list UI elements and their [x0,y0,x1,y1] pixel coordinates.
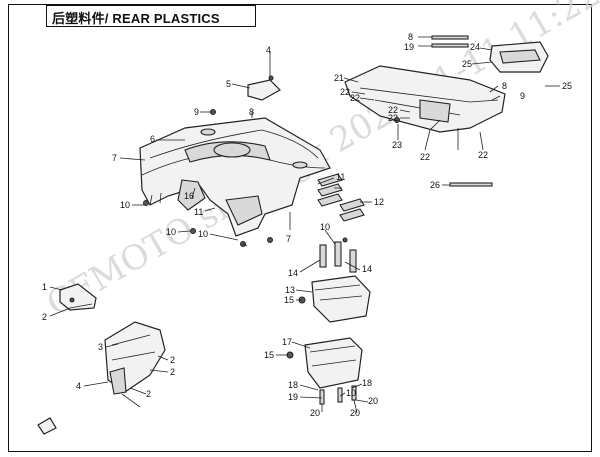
diagram-frame [8,4,592,452]
callout-1: 1 [42,282,47,292]
callout-22: 22 [350,93,360,103]
callout-16: 16 [184,191,194,201]
callout-20: 20 [350,408,360,418]
diagram-title: 后塑料件/ REAR PLASTICS [52,11,220,26]
callout-8: 8 [249,107,254,117]
callout-14: 14 [288,268,298,278]
callout-10: 10 [346,388,356,398]
callout-9: 9 [194,107,199,117]
callout-6: 6 [150,134,155,144]
callout-22: 22 [388,105,398,115]
callout-22: 22 [388,113,398,123]
callout-2: 2 [170,355,175,365]
rear-fender [139,117,331,237]
callout-10: 10 [120,200,130,210]
callout-4: 4 [76,381,81,391]
side-cover [104,321,166,395]
left-bracket [59,283,97,311]
callout-7: 7 [286,234,291,244]
callout-19: 19 [288,392,298,402]
callout-15: 15 [284,295,294,305]
leader-lines [49,36,560,414]
callout-19: 19 [404,42,414,52]
callout-24: 24 [470,42,480,52]
callout-9: 9 [520,91,525,101]
callout-2: 2 [146,389,151,399]
storage-box-lower [286,337,363,405]
callout-17: 17 [282,337,292,347]
callout-3: 3 [98,342,103,352]
title-box [46,5,256,27]
callout-15: 15 [264,350,274,360]
callout-21: 21 [334,73,344,83]
callout-11: 11 [336,172,345,182]
callout-10: 10 [320,222,330,232]
rear-rack [344,65,506,133]
callout-8: 8 [502,81,507,91]
clip-group [317,173,365,222]
callout-11: 11 [194,207,203,217]
tail-light [489,41,549,73]
callout-12: 12 [374,197,384,207]
callout-25: 25 [562,81,572,91]
callout-4: 4 [266,45,271,55]
callout-8: 8 [408,32,413,42]
callout-10: 10 [198,229,208,239]
callout-23: 23 [392,140,402,150]
storage-box-upper [298,241,371,323]
callout-25: 25 [462,59,472,69]
callout-18: 18 [288,380,298,390]
small-cover-part [247,75,281,101]
callout-18: 18 [362,378,372,388]
callout-20: 20 [368,396,378,406]
callout-14: 14 [362,264,372,274]
callout-labels: 4 5 9 8 6 7 10 16 11 10 10 7 11 12 10 14… [42,32,572,418]
mirror-symbol-icon [37,417,57,435]
rods [394,35,493,187]
callout-20: 20 [310,408,320,418]
callout-5: 5 [226,79,231,89]
callout-7: 7 [112,153,117,163]
callout-22: 22 [478,150,488,160]
callout-2: 2 [42,312,47,322]
callout-13: 13 [285,285,295,295]
callout-26: 26 [430,180,440,190]
callout-10: 10 [166,227,176,237]
callout-22: 22 [340,87,350,97]
callout-22: 22 [420,152,430,162]
callout-2: 2 [170,367,175,377]
